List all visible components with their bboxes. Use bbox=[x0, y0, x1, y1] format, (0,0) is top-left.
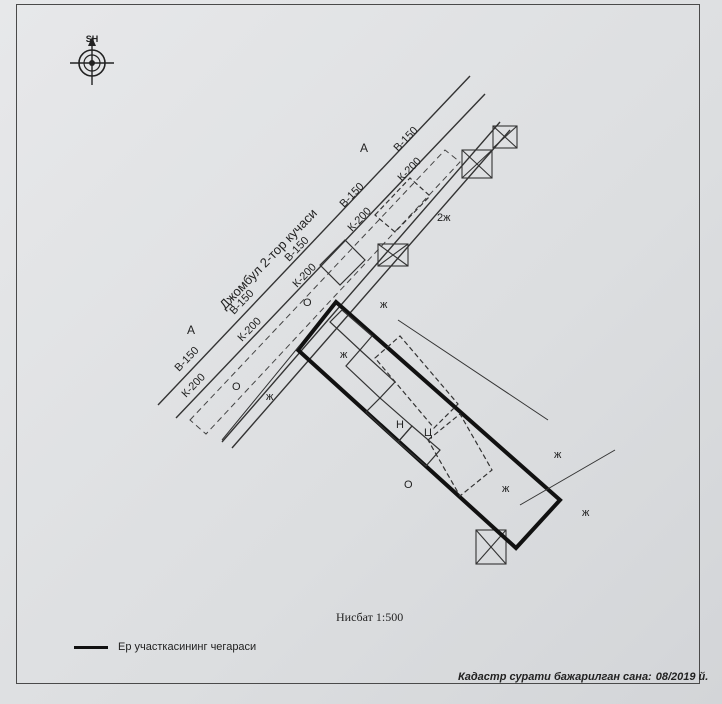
legend-label: Ер участкасининг чегараси bbox=[118, 641, 257, 653]
neighbor-lines bbox=[221, 319, 616, 506]
utility-k-label: К-200 bbox=[180, 371, 208, 400]
marker-zh: ж bbox=[582, 507, 590, 519]
side-marker-a-left: А bbox=[187, 323, 195, 337]
utility-b-label: В-150 bbox=[173, 345, 202, 374]
marker-o: О bbox=[404, 479, 413, 491]
marker-o: О bbox=[303, 297, 312, 309]
marker-zh: ж bbox=[266, 391, 274, 403]
map-frame bbox=[16, 4, 700, 684]
compass-rose-icon bbox=[70, 37, 114, 85]
street-structures bbox=[319, 177, 431, 286]
marker-o: О bbox=[232, 381, 241, 393]
marker-ts: Ц bbox=[424, 427, 432, 439]
survey-date-value: 08/2019 й. bbox=[655, 671, 709, 683]
marker-zh: ж bbox=[502, 483, 510, 495]
utility-strip bbox=[189, 149, 461, 435]
street-lines bbox=[157, 75, 511, 449]
legend: Ер участкасининг чегараси bbox=[74, 641, 256, 653]
utility-b-label: В-150 bbox=[392, 125, 421, 154]
lot-label-2zh: 2ж bbox=[437, 212, 451, 224]
plot-buildings bbox=[329, 309, 493, 497]
boundary-markers bbox=[377, 125, 518, 565]
utility-k-label: К-200 bbox=[291, 261, 319, 290]
marker-zh: ж bbox=[380, 299, 388, 311]
utility-b-label: В-150 bbox=[338, 181, 367, 210]
utility-k-label: К-200 bbox=[396, 155, 424, 184]
land-plot-boundary bbox=[295, 299, 563, 551]
marker-zh: ж bbox=[340, 349, 348, 361]
marker-zh: ж bbox=[554, 449, 562, 461]
marker-n: Н bbox=[396, 419, 404, 431]
survey-date-label: Кадастр сурати бажарилган сана: bbox=[458, 671, 652, 683]
scale-text: Нисбат 1:500 bbox=[336, 610, 404, 624]
survey-date: Кадастр сурати бажарилган сана:08/2019 й… bbox=[458, 671, 708, 683]
side-marker-a-right: А bbox=[360, 141, 368, 155]
compass-label: SH bbox=[86, 34, 99, 44]
boundary-legend-swatch bbox=[74, 645, 108, 649]
